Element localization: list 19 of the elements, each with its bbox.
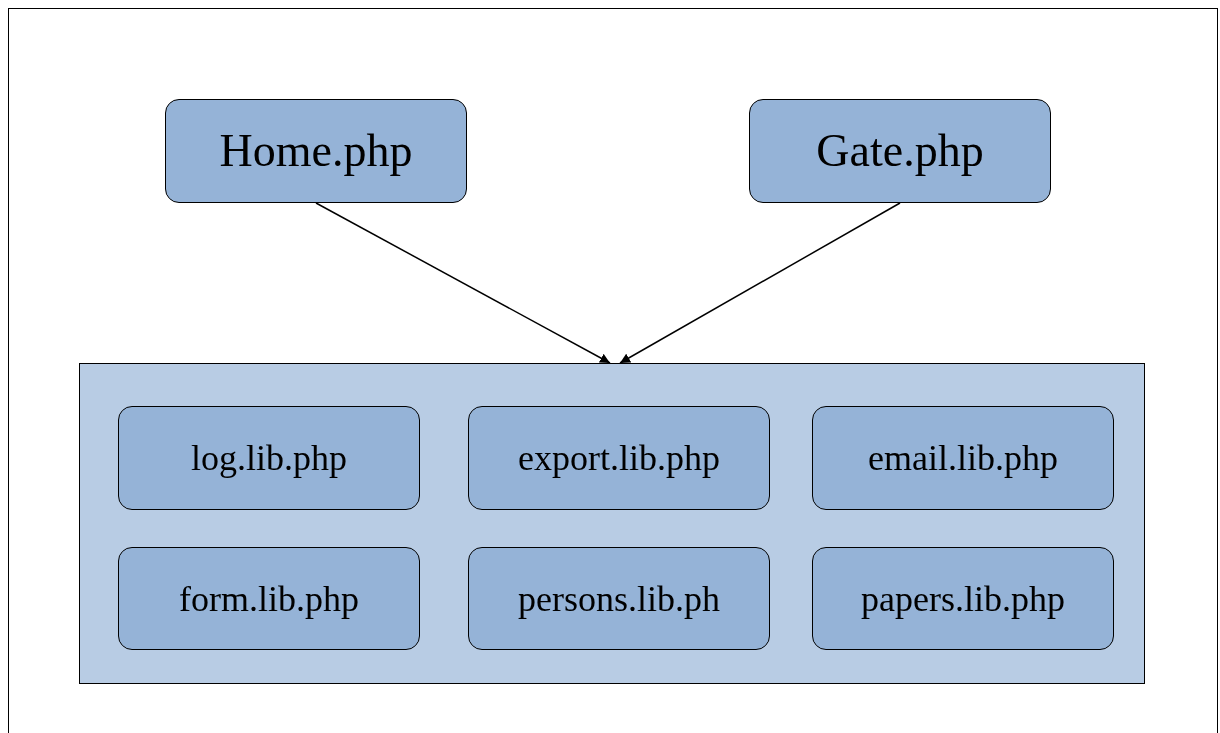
file-name: log.lib.php: [191, 440, 347, 476]
file-box: [749, 99, 1051, 203]
file-box: [468, 547, 770, 650]
file-box: [118, 547, 420, 650]
arrow: [315, 202, 611, 364]
file-name: export.lib.php: [518, 440, 720, 476]
file-name: email.lib.php: [868, 440, 1058, 476]
file-name: Home.php: [219, 128, 413, 174]
file-box: [118, 406, 420, 510]
file-box: [165, 99, 467, 203]
file-name: Gate.php: [816, 128, 984, 174]
arrow: [619, 202, 901, 364]
file-box: [468, 406, 770, 510]
file-name: persons.lib.ph: [518, 580, 720, 617]
file-box: [812, 406, 1114, 510]
file-name: form.lib.php: [179, 580, 359, 617]
group-box: [79, 363, 1145, 684]
file-name: papers.lib.php: [861, 580, 1065, 617]
file-box: [812, 547, 1114, 650]
